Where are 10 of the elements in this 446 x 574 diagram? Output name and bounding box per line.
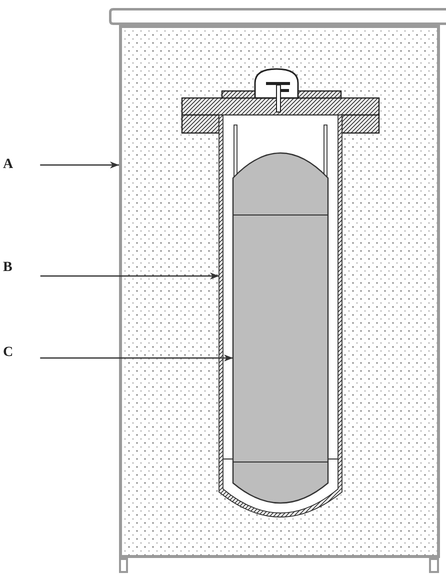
callout-letter: A <box>3 157 14 173</box>
inner-vessel <box>219 115 342 517</box>
insulated-container <box>119 25 440 574</box>
leader-arrow <box>40 354 233 362</box>
leader-arrow <box>40 272 219 280</box>
callout-letter: B <box>3 260 12 276</box>
leader-arrow <box>40 162 119 168</box>
callout-letter: C <box>3 345 14 361</box>
container-lid <box>108 7 446 27</box>
inner-cylinder <box>233 153 328 503</box>
